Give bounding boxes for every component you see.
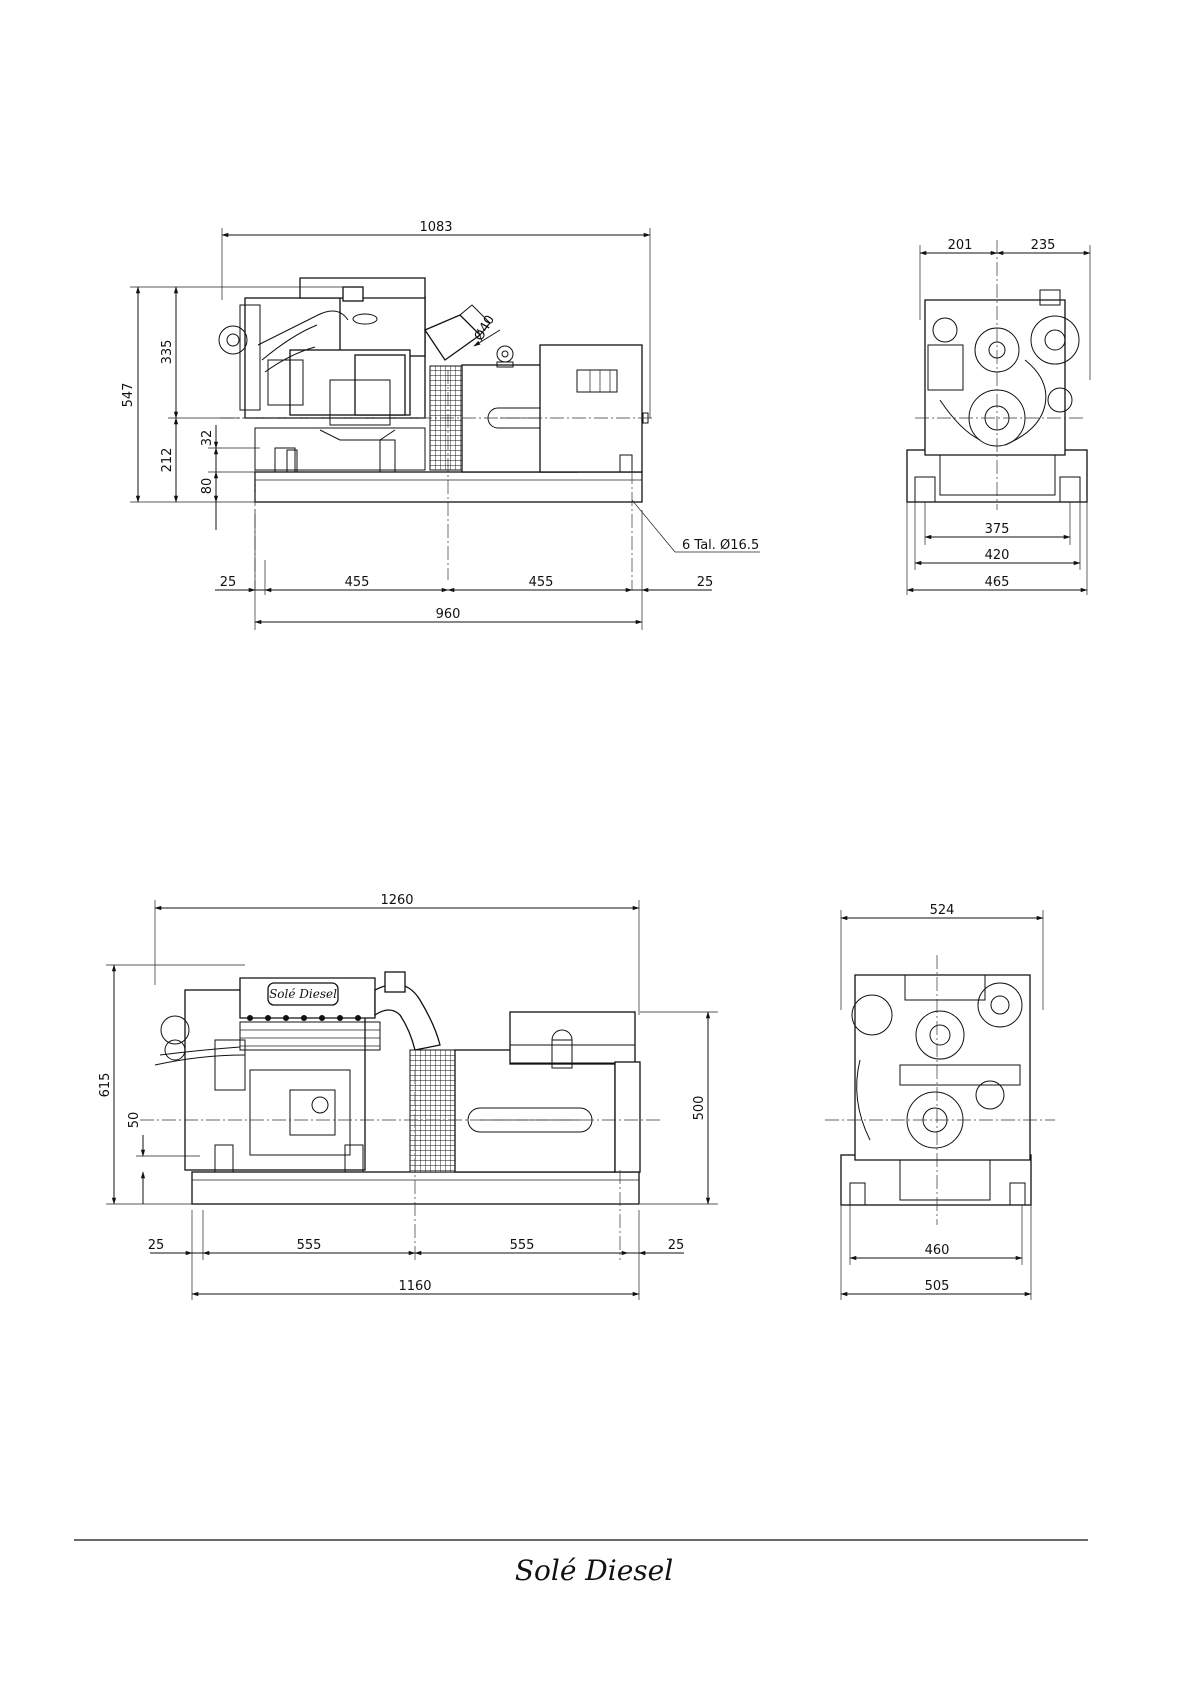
dim-615: 615 <box>98 1073 113 1098</box>
dim-32: 32 <box>200 430 215 447</box>
dim-455-a: 455 <box>345 575 370 590</box>
dim-25-left: 25 <box>220 575 237 590</box>
dim-505: 505 <box>925 1279 950 1294</box>
footer-brand-logo: Solé Diesel <box>515 1554 673 1587</box>
drawing2-side-genset: Solé Diesel <box>155 972 640 1204</box>
dim-460: 460 <box>925 1243 950 1258</box>
dim-1160: 1160 <box>398 1279 431 1294</box>
page-footer: Solé Diesel <box>74 1540 1088 1587</box>
dim-524: 524 <box>930 903 955 918</box>
dim-25-right: 25 <box>697 575 714 590</box>
drawing1-front-view: 201 235 375 420 465 <box>907 238 1090 595</box>
dim-80: 80 <box>200 478 215 495</box>
drawing2-side-view: Solé Diesel <box>98 893 718 1300</box>
dim-547: 547 <box>121 383 136 408</box>
dim-201: 201 <box>948 238 973 253</box>
engine-plate-label: Solé Diesel <box>269 987 337 1001</box>
dim-25-left-2: 25 <box>148 1238 165 1253</box>
note-holes: 6 Tal. Ø16.5 <box>682 538 759 553</box>
drawing1-side-view: 1083 547 335 212 32 80 Ø40 6 Tal. Ø16.5 <box>121 220 760 630</box>
drawing2-front-view: 524 460 505 <box>825 903 1055 1300</box>
dim-960: 960 <box>436 607 461 622</box>
dim-25-right-2: 25 <box>668 1238 685 1253</box>
dim-555-a: 555 <box>297 1238 322 1253</box>
dim-1083: 1083 <box>419 220 452 235</box>
dim-375: 375 <box>985 522 1010 537</box>
dim-50: 50 <box>127 1112 142 1129</box>
dim-500: 500 <box>692 1096 707 1121</box>
drawing1-side-genset <box>219 278 648 502</box>
dim-335: 335 <box>160 340 175 365</box>
dim-455-b: 455 <box>529 575 554 590</box>
dim-1260: 1260 <box>380 893 413 908</box>
dim-555-b: 555 <box>510 1238 535 1253</box>
dim-420: 420 <box>985 548 1010 563</box>
dim-235: 235 <box>1031 238 1056 253</box>
dim-465: 465 <box>985 575 1010 590</box>
drawing2-front-genset <box>841 975 1031 1205</box>
dim-212: 212 <box>160 448 175 473</box>
